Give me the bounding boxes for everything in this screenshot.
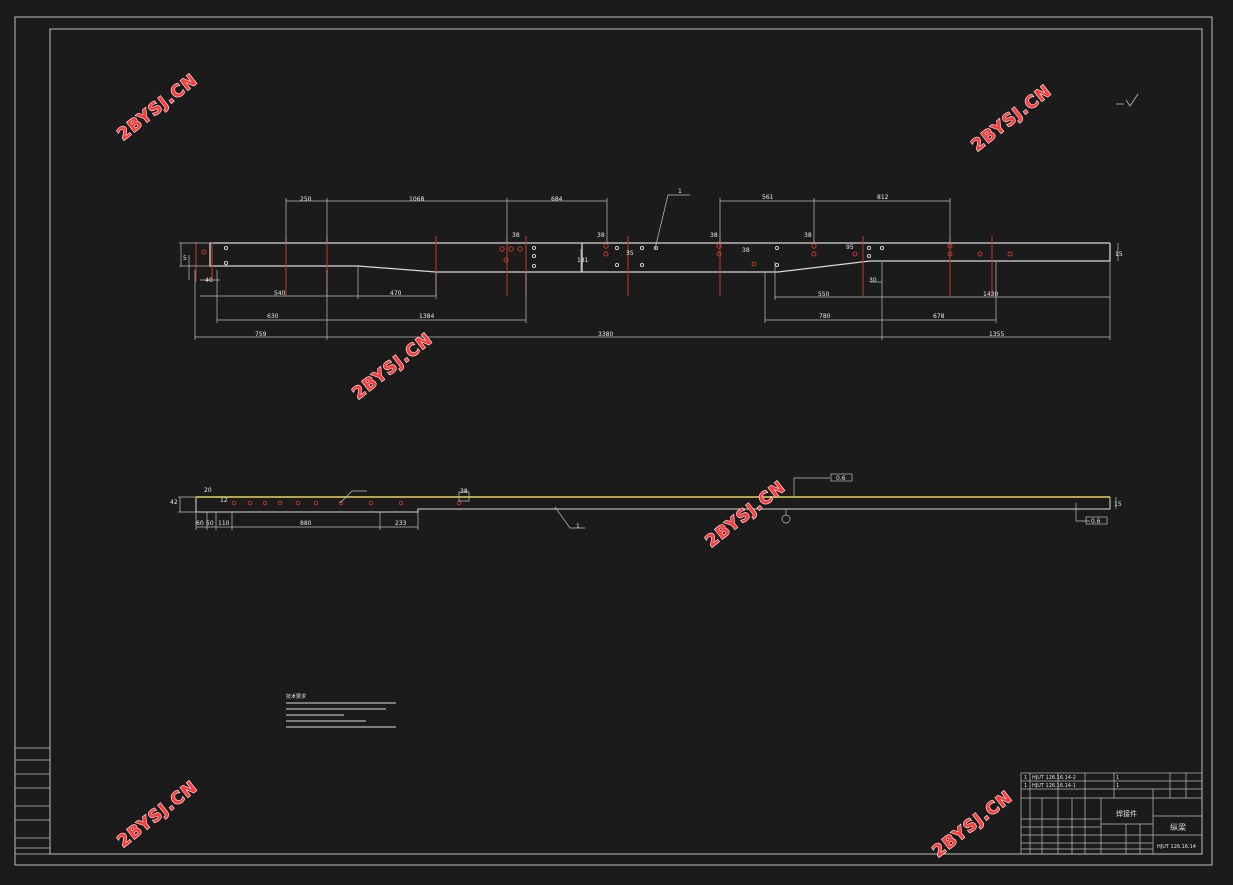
parts-list-qty-2: 1 xyxy=(1116,775,1119,781)
dim-40: 40 xyxy=(205,277,213,284)
watermark-3: 2BYSJ.CN xyxy=(349,329,437,404)
dim-1430: 1430 xyxy=(983,291,998,298)
watermark-5: 2BYSJ.CN xyxy=(114,777,202,852)
technical-notes: 技术要求 xyxy=(286,693,396,728)
top-view-outline[interactable] xyxy=(209,242,1111,273)
dim-38-b: 38 xyxy=(597,232,605,239)
dim-561: 561 xyxy=(762,194,774,201)
dim-38-c: 38 xyxy=(710,232,718,239)
dim-1355: 1355 xyxy=(989,331,1004,338)
part-name: 纵梁 xyxy=(1170,823,1186,832)
drawing-number: HJUT 126.16.14 xyxy=(1157,844,1196,850)
dim-20: 20 xyxy=(204,487,212,494)
dim-3380: 3380 xyxy=(598,331,613,338)
dim-95: 95 xyxy=(846,244,854,251)
roughness-symbol xyxy=(1116,93,1139,107)
dim-38-d: 38 xyxy=(804,232,812,239)
parts-list-no-2: 1 xyxy=(1024,775,1027,781)
dim-15: 15 xyxy=(1115,251,1123,258)
top-view-dimension-texts: 250 1068 684 561 812 540 470 550 1430 63… xyxy=(183,188,1123,338)
dim-60: 60 xyxy=(196,520,204,527)
parts-list-no-1: 1 xyxy=(1024,783,1027,789)
dim-35: 35 xyxy=(626,250,634,257)
frame-callout-2: 0.6 xyxy=(1091,518,1101,525)
side-view-dimension-lines xyxy=(178,473,1117,530)
side-view-dimension-texts: 60 50 110 880 233 42 20 38 12 15 1 0.6 0… xyxy=(170,475,1122,530)
dim-38-side: 38 xyxy=(460,488,468,495)
left-margin-strip xyxy=(14,747,51,855)
dim-1068: 1068 xyxy=(409,196,424,203)
dim-759: 759 xyxy=(255,331,267,338)
watermark-1: 2BYSJ.CN xyxy=(114,70,202,145)
dim-50: 50 xyxy=(206,520,214,527)
side-view-holes xyxy=(231,500,462,506)
side-part-number-label: 1 xyxy=(576,523,580,530)
dim-30: 30 xyxy=(869,277,877,284)
dim-550: 550 xyxy=(818,291,830,298)
dim-812: 812 xyxy=(877,194,889,201)
parts-list-qty-1: 1 xyxy=(1116,783,1119,789)
watermark-2: 2BYSJ.CN xyxy=(968,81,1056,156)
notes-title: 技术要求 xyxy=(286,693,306,700)
top-view-holes-white xyxy=(223,245,885,269)
dim-540: 540 xyxy=(274,290,286,297)
dim-38-e: 38 xyxy=(742,247,750,254)
part-number-label: 1 xyxy=(678,188,682,195)
dim-678: 678 xyxy=(933,313,945,320)
title-block xyxy=(1020,772,1203,855)
dim-1384: 1384 xyxy=(419,313,434,320)
title-block-texts: HJUT 126.16.14-2 HJUT 126.16.14-1 1 1 1 … xyxy=(1024,775,1196,850)
subtitle: 焊接件 xyxy=(1116,809,1137,818)
watermark-4: 2BYSJ.CN xyxy=(702,477,790,552)
top-view-dimension-lines xyxy=(179,194,1119,340)
dim-233: 233 xyxy=(395,520,407,527)
parts-list-code-1: HJUT 126.16.14-1 xyxy=(1032,783,1076,789)
dim-42: 42 xyxy=(170,499,178,506)
watermark-6: 2BYSJ.CN xyxy=(929,787,1017,862)
dim-780: 780 xyxy=(819,313,831,320)
top-view-holes xyxy=(201,243,1013,267)
dim-15-side: 15 xyxy=(1114,501,1122,508)
parts-list-code-2: HJUT 126.16.14-2 xyxy=(1032,775,1076,781)
dim-110: 110 xyxy=(218,520,230,527)
dim-5: 5 xyxy=(183,255,187,262)
watermarks: 2BYSJ.CN 2BYSJ.CN 2BYSJ.CN 2BYSJ.CN 2BYS… xyxy=(113,70,1056,863)
dim-470: 470 xyxy=(390,290,402,297)
dim-181: 181 xyxy=(577,257,589,264)
dim-250: 250 xyxy=(300,196,312,203)
drawing-border xyxy=(14,16,1213,866)
side-view-outline[interactable] xyxy=(195,496,1111,513)
frame-callout-1: 0.6 xyxy=(836,475,846,482)
dim-38-a: 38 xyxy=(512,232,520,239)
dim-630: 630 xyxy=(267,313,279,320)
dim-880: 880 xyxy=(300,520,312,527)
dim-684: 684 xyxy=(551,196,563,203)
dim-12: 12 xyxy=(220,497,228,504)
